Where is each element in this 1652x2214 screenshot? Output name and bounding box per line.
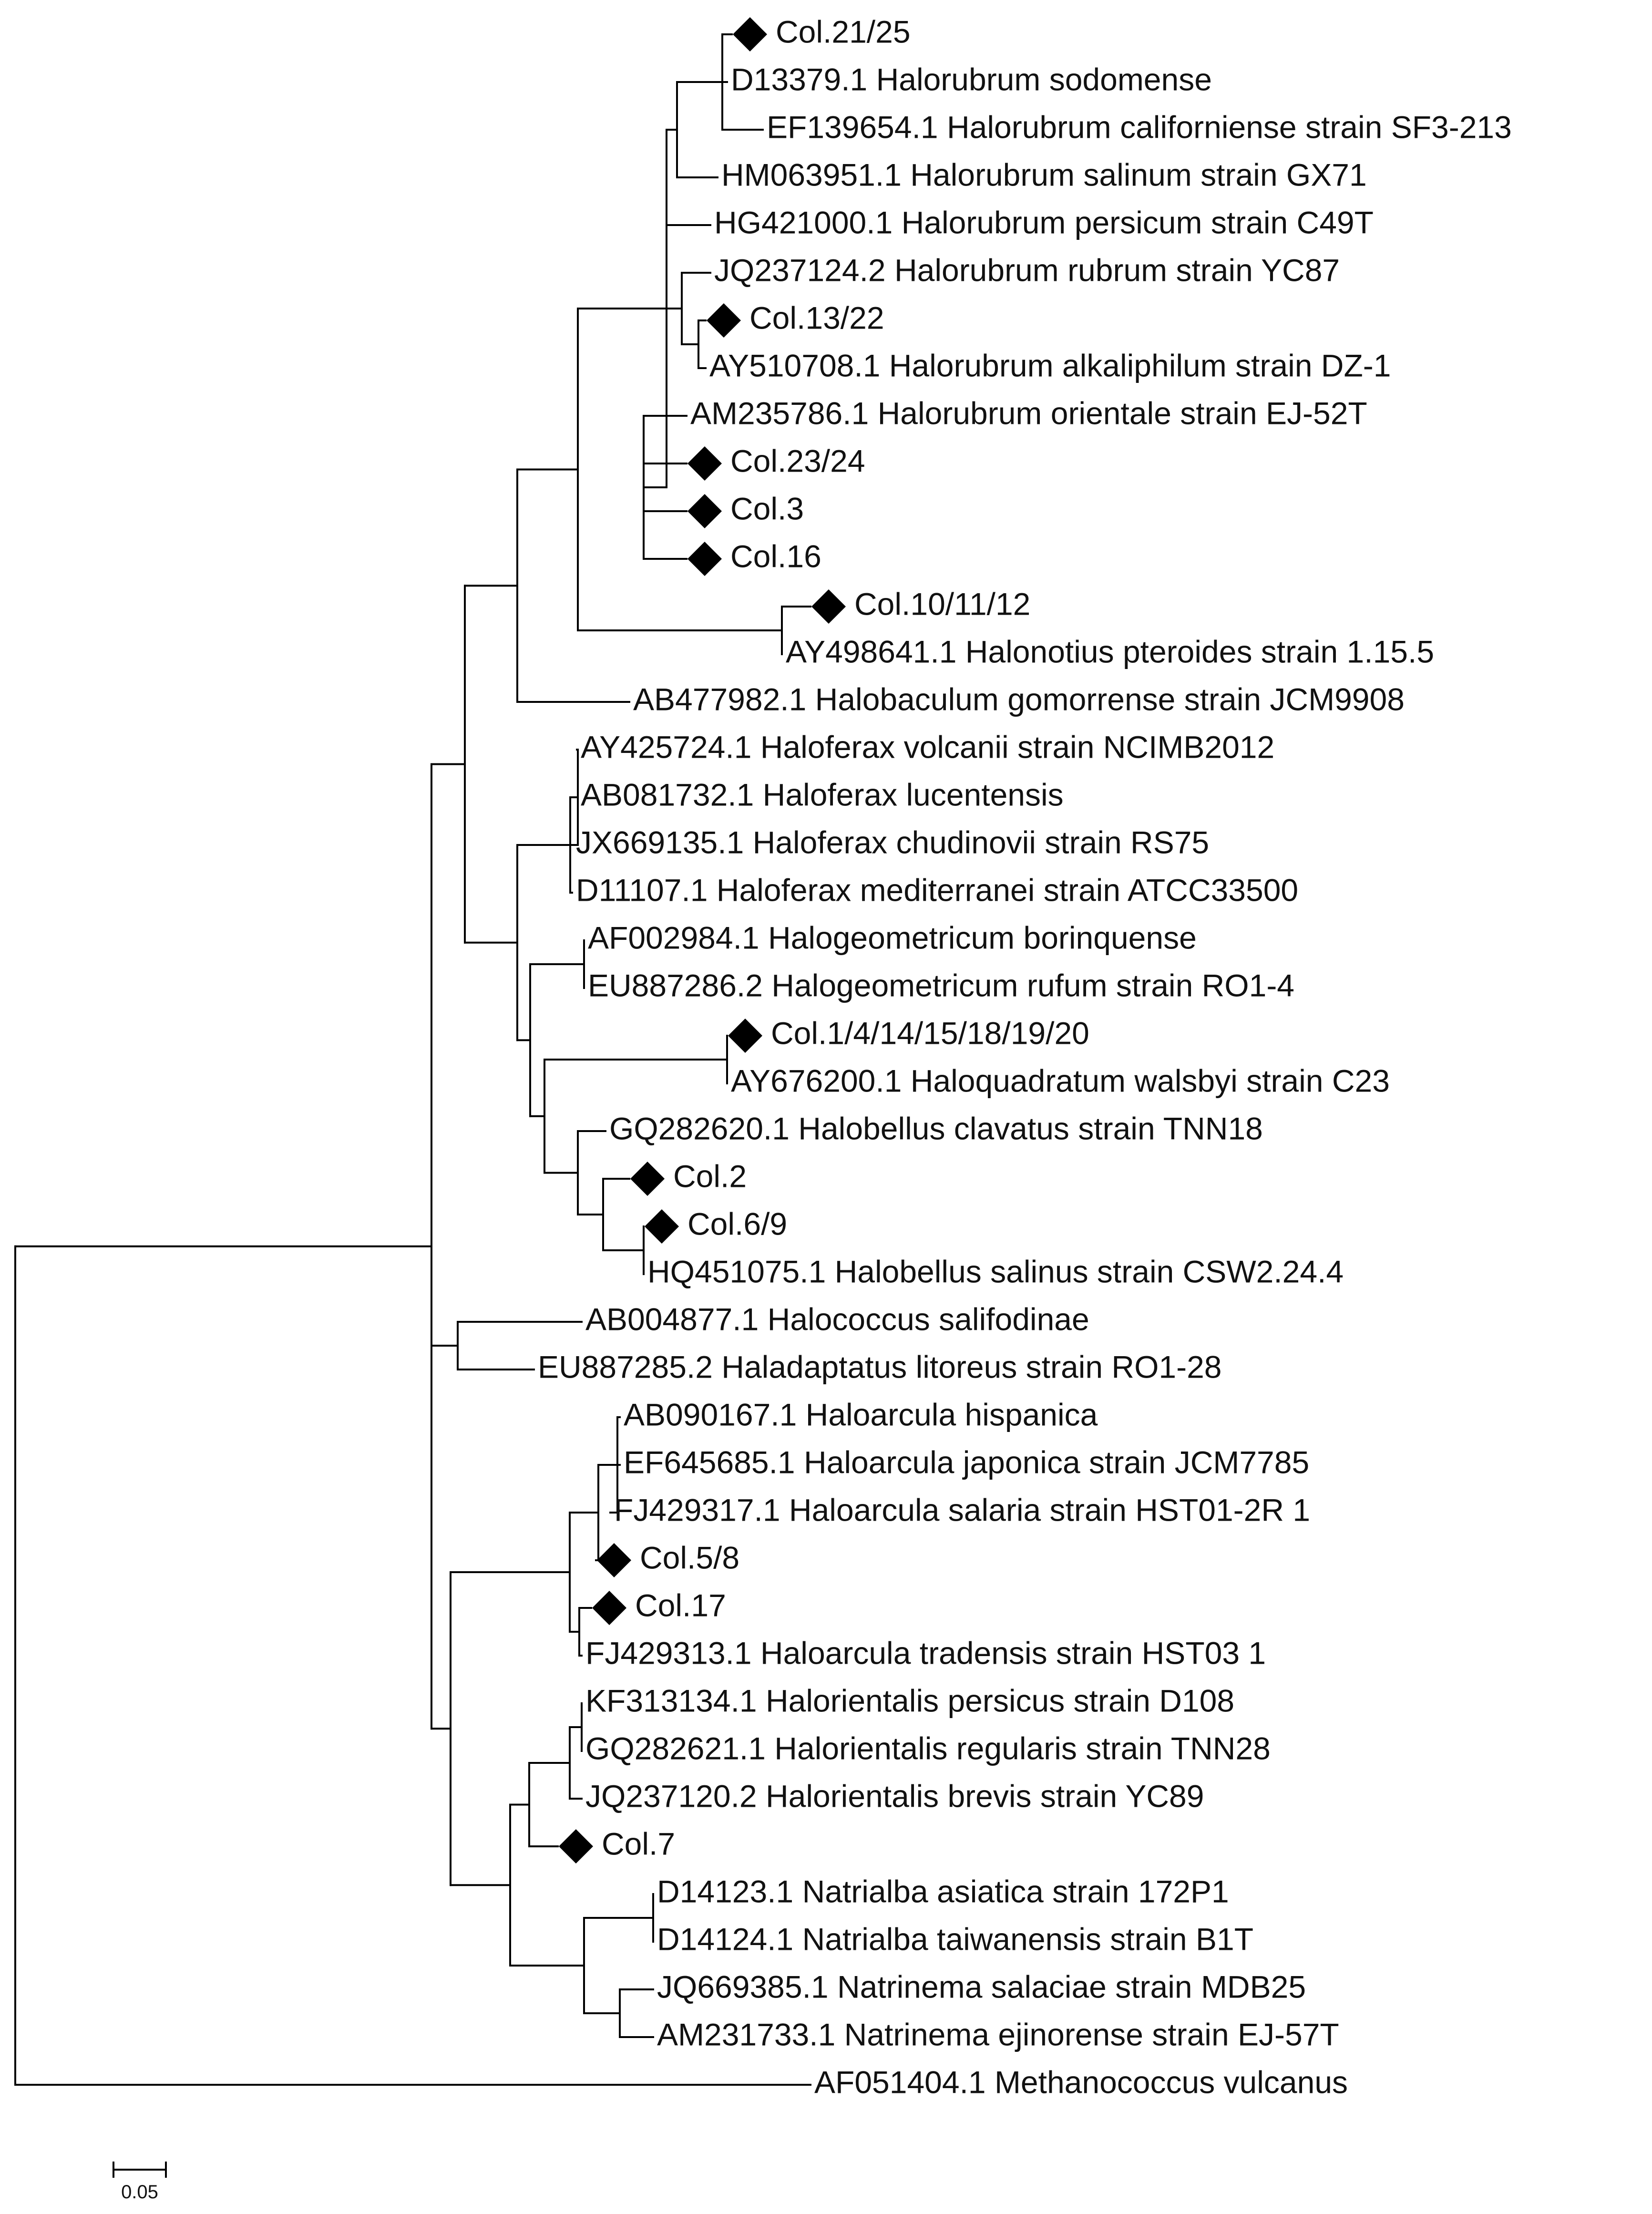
diamond-icon xyxy=(687,494,722,528)
sample-markers xyxy=(559,17,846,1864)
diamond-icon xyxy=(733,17,767,51)
leaf-label: HM063951.1 Halorubrum salinum strain GX7… xyxy=(721,157,1367,192)
leaf-label: Col.23/24 xyxy=(730,443,865,478)
leaf-label: AB081732.1 Haloferax lucentensis xyxy=(581,777,1064,812)
leaf-label: Col.5/8 xyxy=(640,1540,739,1575)
leaf-label: HG421000.1 Halorubrum persicum strain C4… xyxy=(714,205,1374,240)
leaf-label: JQ237124.2 Halorubrum rubrum strain YC87 xyxy=(714,252,1340,288)
leaf-label: EF139654.1 Halorubrum californiense stra… xyxy=(767,109,1512,144)
diamond-icon xyxy=(559,1829,593,1864)
leaf-label: FJ429313.1 Haloarcula tradensis strain H… xyxy=(585,1635,1266,1670)
leaf-label: Col.17 xyxy=(635,1587,726,1623)
leaf-label: Col.10/11/12 xyxy=(854,586,1030,621)
leaf-label: FJ429317.1 Haloarcula salaria strain HST… xyxy=(614,1492,1310,1527)
leaf-label: GQ282620.1 Halobellus clavatus strain TN… xyxy=(609,1111,1263,1146)
leaf-label: AY676200.1 Haloquadratum walsbyi strain … xyxy=(731,1063,1390,1098)
leaf-label: HQ451075.1 Halobellus salinus strain CSW… xyxy=(647,1254,1344,1289)
leaf-label: Col.21/25 xyxy=(776,14,911,49)
tree-branches xyxy=(14,33,811,2086)
leaf-label: D13379.1 Halorubrum sodomense xyxy=(731,62,1212,97)
leaf-label: AM231733.1 Natrinema ejinorense strain E… xyxy=(657,2017,1339,2052)
leaf-label: EF645685.1 Haloarcula japonica strain JC… xyxy=(624,1444,1309,1480)
scale-bar-label: 0.05 xyxy=(121,2182,158,2203)
leaf-label: AM235786.1 Halorubrum orientale strain E… xyxy=(690,395,1367,431)
leaf-label: Col.1/4/14/15/18/19/20 xyxy=(771,1015,1089,1050)
leaf-label: JQ669385.1 Natrinema salaciae strain MDB… xyxy=(657,1969,1306,2004)
leaf-label: AF051404.1 Methanococcus vulcanus xyxy=(814,2064,1348,2100)
leaf-label: JX669135.1 Haloferax chudinovii strain R… xyxy=(576,824,1209,860)
leaf-label: Col.3 xyxy=(730,491,804,526)
diamond-icon xyxy=(630,1162,665,1196)
leaf-label: Col.2 xyxy=(673,1158,747,1194)
diamond-icon xyxy=(707,303,741,338)
leaf-label: D11107.1 Haloferax mediterranei strain A… xyxy=(576,872,1298,907)
leaf-label: AB090167.1 Haloarcula hispanica xyxy=(624,1397,1098,1432)
scale-bar: 0.05 xyxy=(113,2162,167,2203)
diamond-icon xyxy=(597,1543,631,1577)
leaf-label: AY425724.1 Haloferax volcanii strain NCI… xyxy=(581,729,1274,764)
leaf-label: AY498641.1 Halonotius pteroides strain 1… xyxy=(786,634,1434,669)
leaf-label: Col.16 xyxy=(730,538,821,574)
leaf-label: Col.7 xyxy=(602,1826,675,1861)
diamond-icon xyxy=(645,1209,679,1244)
leaf-label: AB004877.1 Halococcus salifodinae xyxy=(585,1301,1089,1337)
leaf-label: Col.13/22 xyxy=(749,300,884,335)
leaf-label: JQ237120.2 Halorientalis brevis strain Y… xyxy=(585,1778,1204,1813)
leaf-label: AY510708.1 Halorubrum alkaliphilum strai… xyxy=(709,348,1391,383)
diamond-icon xyxy=(811,589,846,624)
leaf-label: AB477982.1 Halobaculum gomorrense strain… xyxy=(633,681,1405,717)
leaf-label: AF002984.1 Halogeometricum borinquense xyxy=(588,920,1197,955)
leaf-label: D14124.1 Natrialba taiwanensis strain B1… xyxy=(657,1921,1253,1957)
diamond-icon xyxy=(592,1591,626,1625)
leaf-label: D14123.1 Natrialba asiatica strain 172P1 xyxy=(657,1874,1229,1909)
diamond-icon xyxy=(728,1019,762,1053)
diamond-icon xyxy=(687,446,722,481)
leaf-label: GQ282621.1 Halorientalis regularis strai… xyxy=(585,1730,1271,1766)
diamond-icon xyxy=(687,542,722,576)
leaf-label: KF313134.1 Halorientalis persicus strain… xyxy=(585,1683,1234,1718)
leaf-label: EU887285.2 Haladaptatus litoreus strain … xyxy=(538,1349,1222,1384)
leaf-label: Col.6/9 xyxy=(687,1206,787,1241)
leaf-label: EU887286.2 Halogeometricum rufum strain … xyxy=(588,968,1294,1003)
